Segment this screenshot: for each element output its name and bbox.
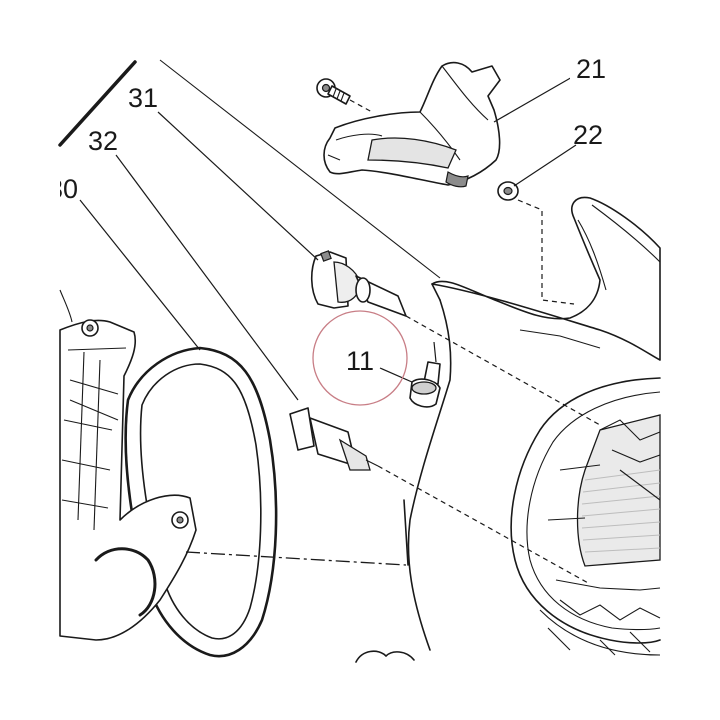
part-11-socket [409,341,441,408]
callout-30: 30 [48,174,78,204]
assembly-centerline [185,551,407,566]
leader-32 [115,154,299,401]
frame-lines [58,59,441,279]
callout-31: 31 [128,83,158,113]
part-22-washer [497,181,575,305]
callout-32: 32 [88,126,118,156]
callout-labels: 21 22 31 32 30 11 [48,54,610,376]
leader-22 [513,144,577,187]
screw-fastener [316,78,373,113]
part-32-position-bulb [289,407,591,585]
leader-11 [379,367,413,383]
callout-11: 11 [346,346,374,376]
headlight-housing [355,196,661,663]
part-31-headlight-bulb [310,250,601,426]
leader-31 [157,111,319,261]
leader-lines [79,75,577,401]
leader-30 [79,199,201,351]
callout-21: 21 [576,54,606,84]
part-21-bracket [323,61,501,188]
highlight-circle-11 [312,310,408,406]
leader-21 [493,75,575,123]
callout-22: 22 [573,120,603,150]
rear-housing [59,289,197,641]
